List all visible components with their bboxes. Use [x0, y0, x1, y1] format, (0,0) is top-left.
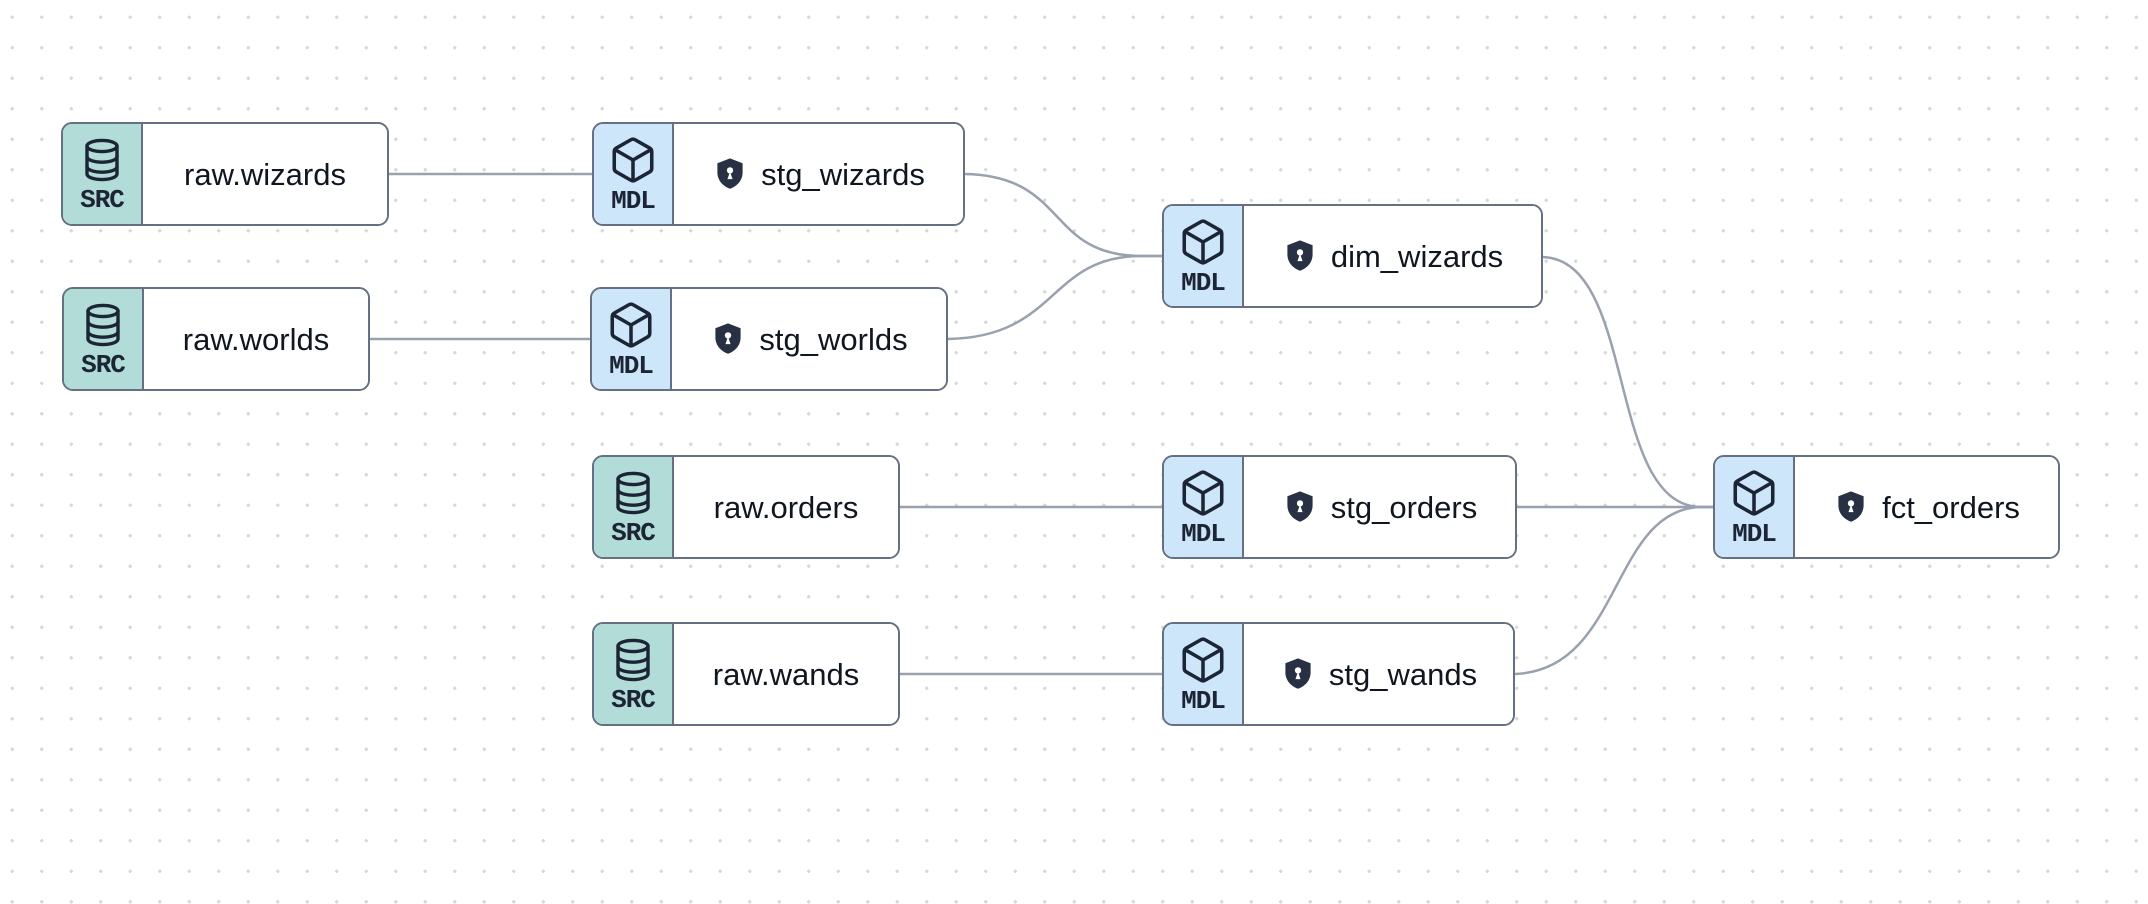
- node-body: raw.wizards: [143, 124, 387, 224]
- node-type-label: MDL: [611, 185, 656, 216]
- shield-lock-icon: [712, 156, 748, 192]
- node-stg_orders[interactable]: MDL stg_orders: [1162, 455, 1517, 559]
- edge-dim_wizards-to-fct_orders: [1541, 255, 1715, 509]
- shield-lock-icon: [1280, 656, 1316, 692]
- node-body: stg_orders: [1244, 457, 1515, 557]
- database-icon: [609, 636, 657, 684]
- node-body: dim_wizards: [1244, 206, 1541, 306]
- node-body: stg_wands: [1244, 624, 1513, 724]
- node-body: raw.worlds: [144, 289, 368, 389]
- node-type-label: MDL: [1181, 518, 1226, 549]
- cube-icon: [1729, 468, 1779, 518]
- node-label: stg_orders: [1330, 489, 1478, 525]
- node-dim_wizards[interactable]: MDL dim_wizards: [1162, 204, 1543, 308]
- node-type-label: MDL: [1732, 518, 1777, 549]
- node-type-label: SRC: [80, 184, 125, 215]
- node-type-badge: SRC: [594, 457, 674, 557]
- node-stg_worlds[interactable]: MDL stg_worlds: [590, 287, 948, 391]
- node-type-label: MDL: [1181, 685, 1226, 716]
- cube-icon: [1178, 217, 1228, 267]
- node-body: stg_worlds: [672, 289, 946, 389]
- cube-icon: [1178, 635, 1228, 685]
- shield-lock-icon: [1833, 489, 1869, 525]
- database-icon: [609, 469, 657, 517]
- database-icon: [79, 301, 127, 349]
- node-raw_worlds[interactable]: SRC raw.worlds: [62, 287, 370, 391]
- node-label: dim_wizards: [1330, 238, 1504, 274]
- node-label: raw.worlds: [182, 321, 330, 357]
- node-label: raw.wizards: [184, 156, 346, 192]
- node-label: stg_worlds: [759, 321, 908, 357]
- node-type-label: SRC: [611, 684, 656, 715]
- node-fct_orders[interactable]: MDL fct_orders: [1713, 455, 2060, 559]
- cube-icon: [1178, 468, 1228, 518]
- node-stg_wands[interactable]: MDL stg_wands: [1162, 622, 1515, 726]
- node-type-label: SRC: [611, 517, 656, 548]
- node-type-badge: MDL: [1164, 206, 1244, 306]
- node-body: raw.wands: [674, 624, 898, 724]
- node-raw_wands[interactable]: SRC raw.wands: [592, 622, 900, 726]
- node-body: stg_wizards: [674, 124, 963, 224]
- node-body: raw.orders: [674, 457, 898, 557]
- node-label: stg_wizards: [761, 156, 925, 192]
- edge-stg_wands-to-fct_orders: [1513, 505, 1715, 676]
- database-icon: [78, 136, 126, 184]
- cube-icon: [608, 135, 658, 185]
- node-type-badge: MDL: [592, 289, 672, 389]
- shield-lock-icon: [1282, 489, 1318, 525]
- shield-lock-icon: [1282, 238, 1318, 274]
- node-type-label: MDL: [609, 350, 654, 381]
- node-type-label: SRC: [81, 349, 126, 380]
- node-type-label: MDL: [1181, 267, 1226, 298]
- shield-lock-icon: [710, 321, 746, 357]
- node-label: raw.orders: [713, 489, 859, 525]
- node-raw_wizards[interactable]: SRC raw.wizards: [61, 122, 389, 226]
- node-type-badge: MDL: [1164, 624, 1244, 724]
- edge-stg_wizards-to-dim_wizards: [963, 172, 1164, 258]
- node-label: stg_wands: [1328, 656, 1478, 692]
- node-body: fct_orders: [1795, 457, 2058, 557]
- node-type-badge: SRC: [594, 624, 674, 724]
- node-type-badge: MDL: [594, 124, 674, 224]
- node-type-badge: MDL: [1715, 457, 1795, 557]
- node-label: fct_orders: [1882, 489, 2020, 525]
- node-stg_wizards[interactable]: MDL stg_wizards: [592, 122, 965, 226]
- cube-icon: [606, 300, 656, 350]
- node-type-badge: SRC: [63, 124, 143, 224]
- node-type-badge: SRC: [64, 289, 144, 389]
- node-type-badge: MDL: [1164, 457, 1244, 557]
- node-label: raw.wands: [712, 656, 860, 692]
- edge-stg_worlds-to-dim_wizards: [946, 254, 1164, 341]
- node-raw_orders[interactable]: SRC raw.orders: [592, 455, 900, 559]
